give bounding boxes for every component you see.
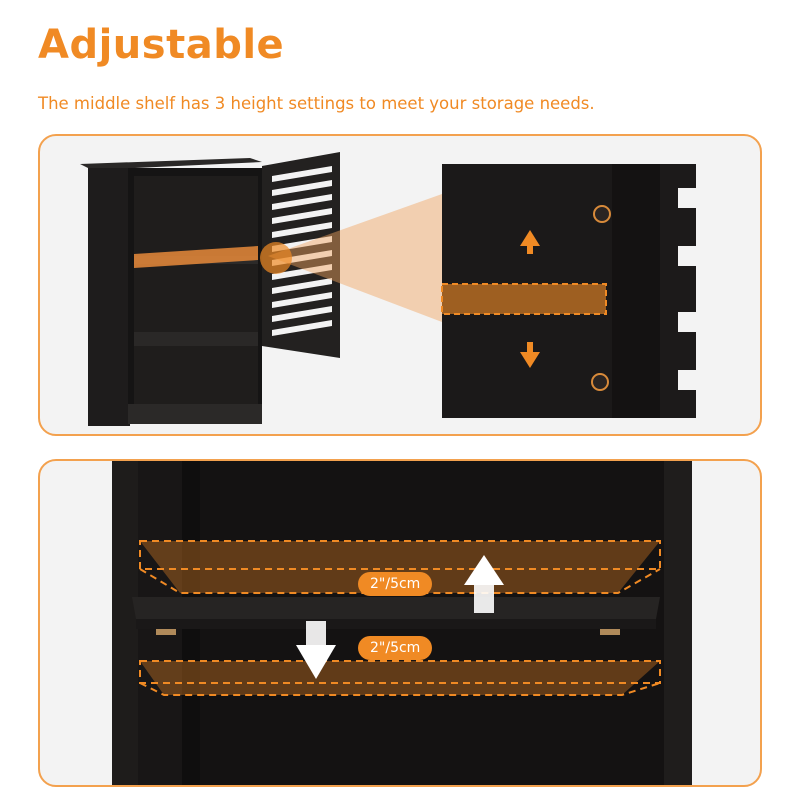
middle-shelf <box>132 597 660 635</box>
down-arrow-icon <box>520 342 540 368</box>
down-arrow-icon <box>296 621 336 679</box>
height-label-up: 2"/5cm <box>358 572 433 596</box>
shelf-positions-illustration <box>112 461 692 785</box>
page-subtitle: The middle shelf has 3 height settings t… <box>38 94 595 113</box>
cabinet <box>80 152 442 426</box>
page-title: Adjustable <box>38 22 285 68</box>
shelf-zoom-inset <box>441 164 696 418</box>
cabinet-illustration <box>80 152 696 426</box>
up-arrow-icon <box>464 555 504 613</box>
cabinet-overview-panel <box>38 134 762 436</box>
up-arrow-icon <box>520 230 540 254</box>
lower-shelf-position <box>139 660 661 696</box>
height-label-down: 2"/5cm <box>358 636 433 660</box>
shelf-positions-panel: 2"/5cm 2"/5cm <box>38 459 762 787</box>
